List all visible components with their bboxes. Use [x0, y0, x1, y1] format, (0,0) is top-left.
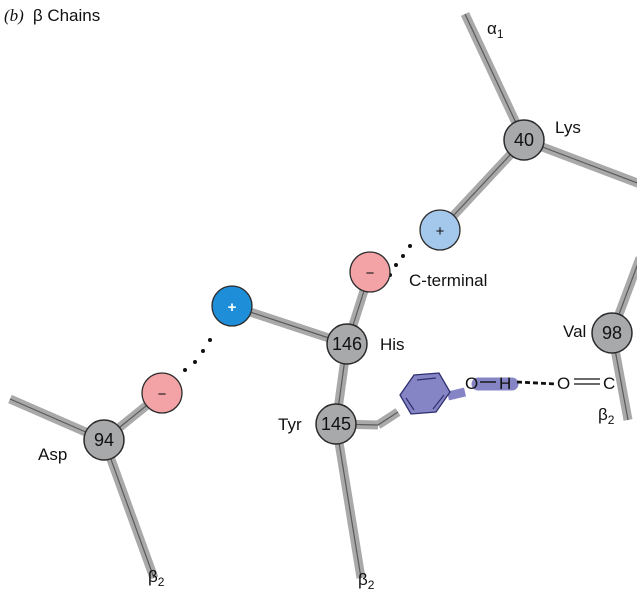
dot	[408, 244, 412, 248]
charge-symbol: +	[228, 299, 237, 316]
residue-number: 40	[514, 130, 534, 150]
residue-name-his: His	[380, 335, 405, 354]
hbond-carbon: C	[603, 374, 615, 393]
residue-asp94: 94	[83, 419, 125, 461]
residue-number: 98	[602, 323, 622, 343]
phenol-oxygen-bond	[446, 387, 467, 401]
hydrogen-bond: O H O C	[465, 374, 615, 393]
charge-symbol: +	[436, 223, 445, 240]
hbond-dashes	[516, 380, 557, 386]
residue-number: 94	[94, 430, 114, 450]
dot	[183, 368, 187, 372]
hbond-oxygen-donor: O	[465, 374, 478, 393]
dot	[193, 360, 197, 364]
residue-name-val: Val	[563, 322, 586, 341]
hbond-oxygen-acceptor: O	[557, 374, 570, 393]
cterminal-negative-charge: −	[349, 251, 391, 293]
tyr-phenol-group	[399, 372, 519, 415]
charge-symbol: −	[366, 265, 375, 282]
residue-name-tyr: Tyr	[278, 415, 302, 434]
chain-label-beta2-val: β2	[598, 405, 615, 427]
panel-title-text: β Chains	[33, 6, 100, 25]
residue-tyr145: 145	[315, 403, 357, 445]
residue-name-lys: Lys	[555, 118, 581, 137]
dot	[401, 254, 405, 258]
residue-val98: 98	[591, 312, 633, 354]
residue-number: 145	[321, 414, 351, 434]
charge-symbol: −	[158, 386, 167, 403]
residue-name-asp: Asp	[38, 445, 67, 464]
residue-his146: 146	[326, 323, 368, 365]
salt-bridge-dots	[183, 244, 412, 372]
hbond-hydrogen: H	[499, 374, 511, 393]
panel-label: (b)	[4, 6, 24, 25]
chain-label-beta2-asp: β2	[148, 567, 165, 589]
dot	[201, 349, 205, 353]
residue-lys40: 40	[503, 119, 545, 161]
residue-number: 146	[332, 334, 362, 354]
panel-title: (b) β Chains	[4, 6, 100, 25]
his-positive-charge: +	[211, 285, 253, 327]
dot	[208, 338, 212, 342]
dot	[394, 263, 398, 267]
asp-negative-charge: −	[141, 372, 183, 414]
c-terminal-label: C-terminal	[409, 271, 487, 290]
lys-positive-charge: +	[419, 209, 461, 251]
chain-bonds	[8, 12, 637, 580]
chain-label-beta2-tyr: β2	[358, 570, 375, 591]
chain-label-alpha1: α1	[487, 19, 504, 41]
